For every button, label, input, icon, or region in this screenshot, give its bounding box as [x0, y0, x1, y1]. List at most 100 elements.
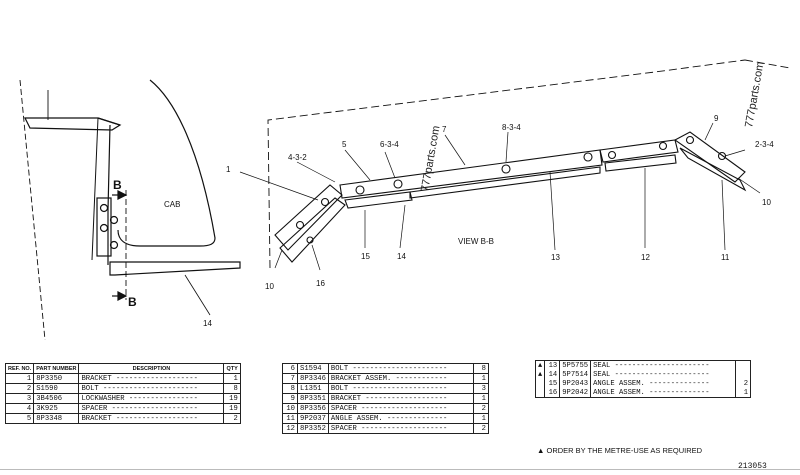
callout-7: 7: [442, 125, 447, 134]
row-description: SPACER --------------------: [327, 423, 474, 434]
row-part-number: 5P7514: [559, 370, 592, 379]
row-ref: 1: [4, 373, 35, 384]
callout-15: 15: [361, 252, 370, 261]
row-part-number: S1594: [297, 363, 329, 374]
callout-14: 14: [397, 252, 406, 261]
callout-14-left: 14: [203, 319, 212, 328]
row-ref: 10: [282, 403, 298, 414]
row-part-number: 8P3350: [33, 373, 80, 384]
row-part-number: 8P3356: [297, 403, 329, 414]
order-footnote: ▲ ORDER BY THE METRE-USE AS REQUIRED: [537, 446, 703, 455]
section-mark-bottom: B: [128, 295, 137, 309]
row-part-number: 3K925: [33, 403, 80, 414]
row-ref: 15: [544, 379, 561, 388]
row-description: SEAL ----------------------: [590, 360, 737, 370]
row-qty: 3: [472, 383, 489, 394]
row-part-number: L1351: [297, 383, 329, 394]
row-qty: 1: [735, 388, 752, 398]
row-ref: 16: [544, 388, 561, 398]
row-qty: 1: [472, 393, 489, 404]
row-description: ANGLE ASSEM. --------------: [590, 388, 737, 398]
row-ref: 2: [4, 383, 35, 394]
parts-drawing: CAB B B 14: [19, 59, 791, 341]
row-mark: ▲: [534, 360, 546, 370]
row-ref: 4: [4, 403, 35, 414]
callout-8-3-4: 8-3-4: [502, 123, 521, 132]
row-description: BRACKET -------------------: [78, 373, 225, 384]
row-part-number: 9P2037: [297, 413, 329, 424]
row-description: BOLT ----------------------: [327, 363, 474, 374]
section-mark-top: B: [113, 178, 122, 192]
view-b-b: [239, 59, 791, 271]
header-ref: REF. NO.: [4, 363, 35, 374]
row-ref: 11: [282, 413, 298, 424]
header-qty: QTY: [223, 363, 241, 374]
row-qty: 19: [223, 393, 241, 404]
row-qty: 2: [735, 379, 752, 388]
row-qty: 2: [472, 403, 489, 414]
row-ref: 13: [544, 360, 561, 370]
row-ref: 5: [4, 413, 35, 424]
row-description: LOCKWASHER ----------------: [78, 393, 225, 404]
row-qty: 2: [472, 423, 489, 434]
callout-2-3-4: 2-3-4: [755, 140, 774, 149]
callout-6-3-4: 6-3-4: [380, 140, 399, 149]
callout-10-right: 10: [762, 198, 771, 207]
cab-side-view: [19, 79, 241, 341]
row-qty: [735, 360, 752, 370]
row-description: BOLT ----------------------: [78, 383, 225, 394]
row-part-number: S1590: [33, 383, 80, 394]
row-qty: 8: [223, 383, 241, 394]
drawing-number: 213053: [738, 462, 767, 471]
row-mark: [534, 388, 546, 398]
row-part-number: 8P3346: [297, 373, 329, 384]
row-qty: 1: [472, 413, 489, 424]
row-part-number: 9P2043: [559, 379, 592, 388]
header-description: DESCRIPTION: [78, 363, 225, 374]
view-label: VIEW B-B: [458, 237, 494, 246]
callout-10-left: 10: [265, 282, 274, 291]
row-qty: 1: [472, 373, 489, 384]
row-description: SPACER --------------------: [78, 403, 225, 414]
row-ref: 6: [282, 363, 298, 374]
row-part-number: 8P3351: [297, 393, 329, 404]
row-qty: [735, 370, 752, 379]
watermark-right: 777parts.com: [743, 61, 766, 129]
callout-1: 1: [226, 165, 231, 174]
row-part-number: 8P3348: [33, 413, 80, 424]
row-description: SPACER --------------------: [327, 403, 474, 414]
cab-label: CAB: [164, 200, 180, 209]
callout-4-3-2: 4-3-2: [288, 153, 307, 162]
row-description: BRACKET -------------------: [78, 413, 225, 424]
row-description: SEAL ----------------------: [590, 370, 737, 379]
callout-5: 5: [342, 140, 347, 149]
row-description: ANGLE ASSEM. --------------: [327, 413, 474, 424]
bottom-rule: [0, 469, 800, 470]
row-ref: 8: [282, 383, 298, 394]
callout-12: 12: [641, 253, 650, 262]
row-ref: 12: [282, 423, 298, 434]
row-mark: [534, 379, 546, 388]
row-qty: 2: [223, 413, 241, 424]
header-part-number: PART NUMBER: [33, 363, 80, 374]
row-description: ANGLE ASSEM. --------------: [590, 379, 737, 388]
row-description: BOLT ----------------------: [327, 383, 474, 394]
row-description: BRACKET ASSEM. ------------: [327, 373, 474, 384]
